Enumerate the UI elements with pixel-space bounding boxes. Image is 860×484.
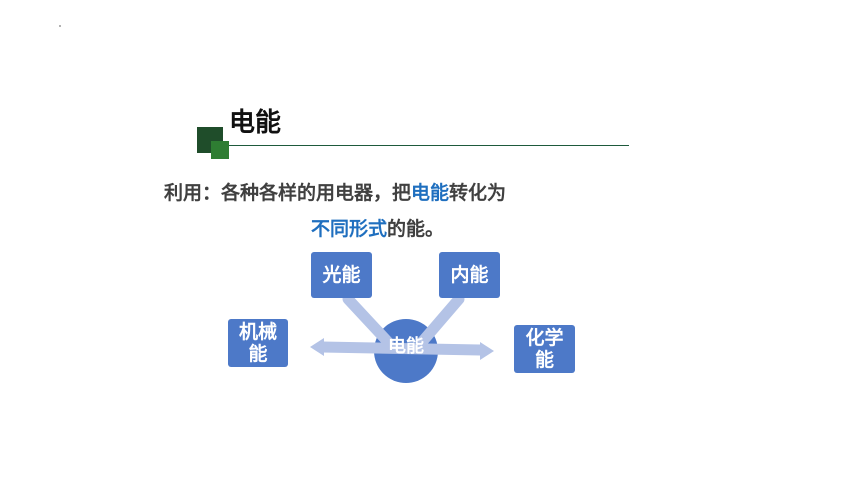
line2-highlight: 不同形式 xyxy=(311,218,388,240)
box-light-energy: 光能 xyxy=(311,252,372,298)
label-chemical-line1: 化学 xyxy=(525,327,564,349)
box-chemical-energy: 化学 能 xyxy=(514,325,575,373)
decorative-dot xyxy=(59,25,61,27)
title-underline xyxy=(229,145,629,146)
arrowhead-left xyxy=(310,338,324,356)
line2-suffix: 的能。 xyxy=(387,218,445,240)
arrow-horizontal xyxy=(316,341,486,356)
line1-prefix: 利用：各种各样的用电器，把 xyxy=(164,182,412,204)
line1-suffix: 转化为 xyxy=(449,182,507,204)
line1-highlight: 电能 xyxy=(411,182,450,204)
title-square-light xyxy=(211,141,229,159)
label-mechanical-line2: 能 xyxy=(248,343,268,365)
section-title: 电能 xyxy=(229,108,282,138)
body-line-1: 利用：各种各样的用电器，把电能转化为 xyxy=(164,178,604,208)
box-mechanical-energy: 机械 能 xyxy=(228,319,288,367)
box-internal-energy: 内能 xyxy=(439,252,500,298)
label-internal-energy: 内能 xyxy=(450,264,489,286)
arrow-to-internal xyxy=(416,293,465,348)
body-line-2: 不同形式的能。 xyxy=(311,214,444,244)
arrowhead-right xyxy=(480,342,494,360)
label-chemical-line2: 能 xyxy=(534,349,554,371)
label-light-energy: 光能 xyxy=(322,264,361,286)
center-label: 电能 xyxy=(388,336,424,357)
label-mechanical-line1: 机械 xyxy=(238,321,277,343)
arrow-to-light xyxy=(342,293,394,348)
